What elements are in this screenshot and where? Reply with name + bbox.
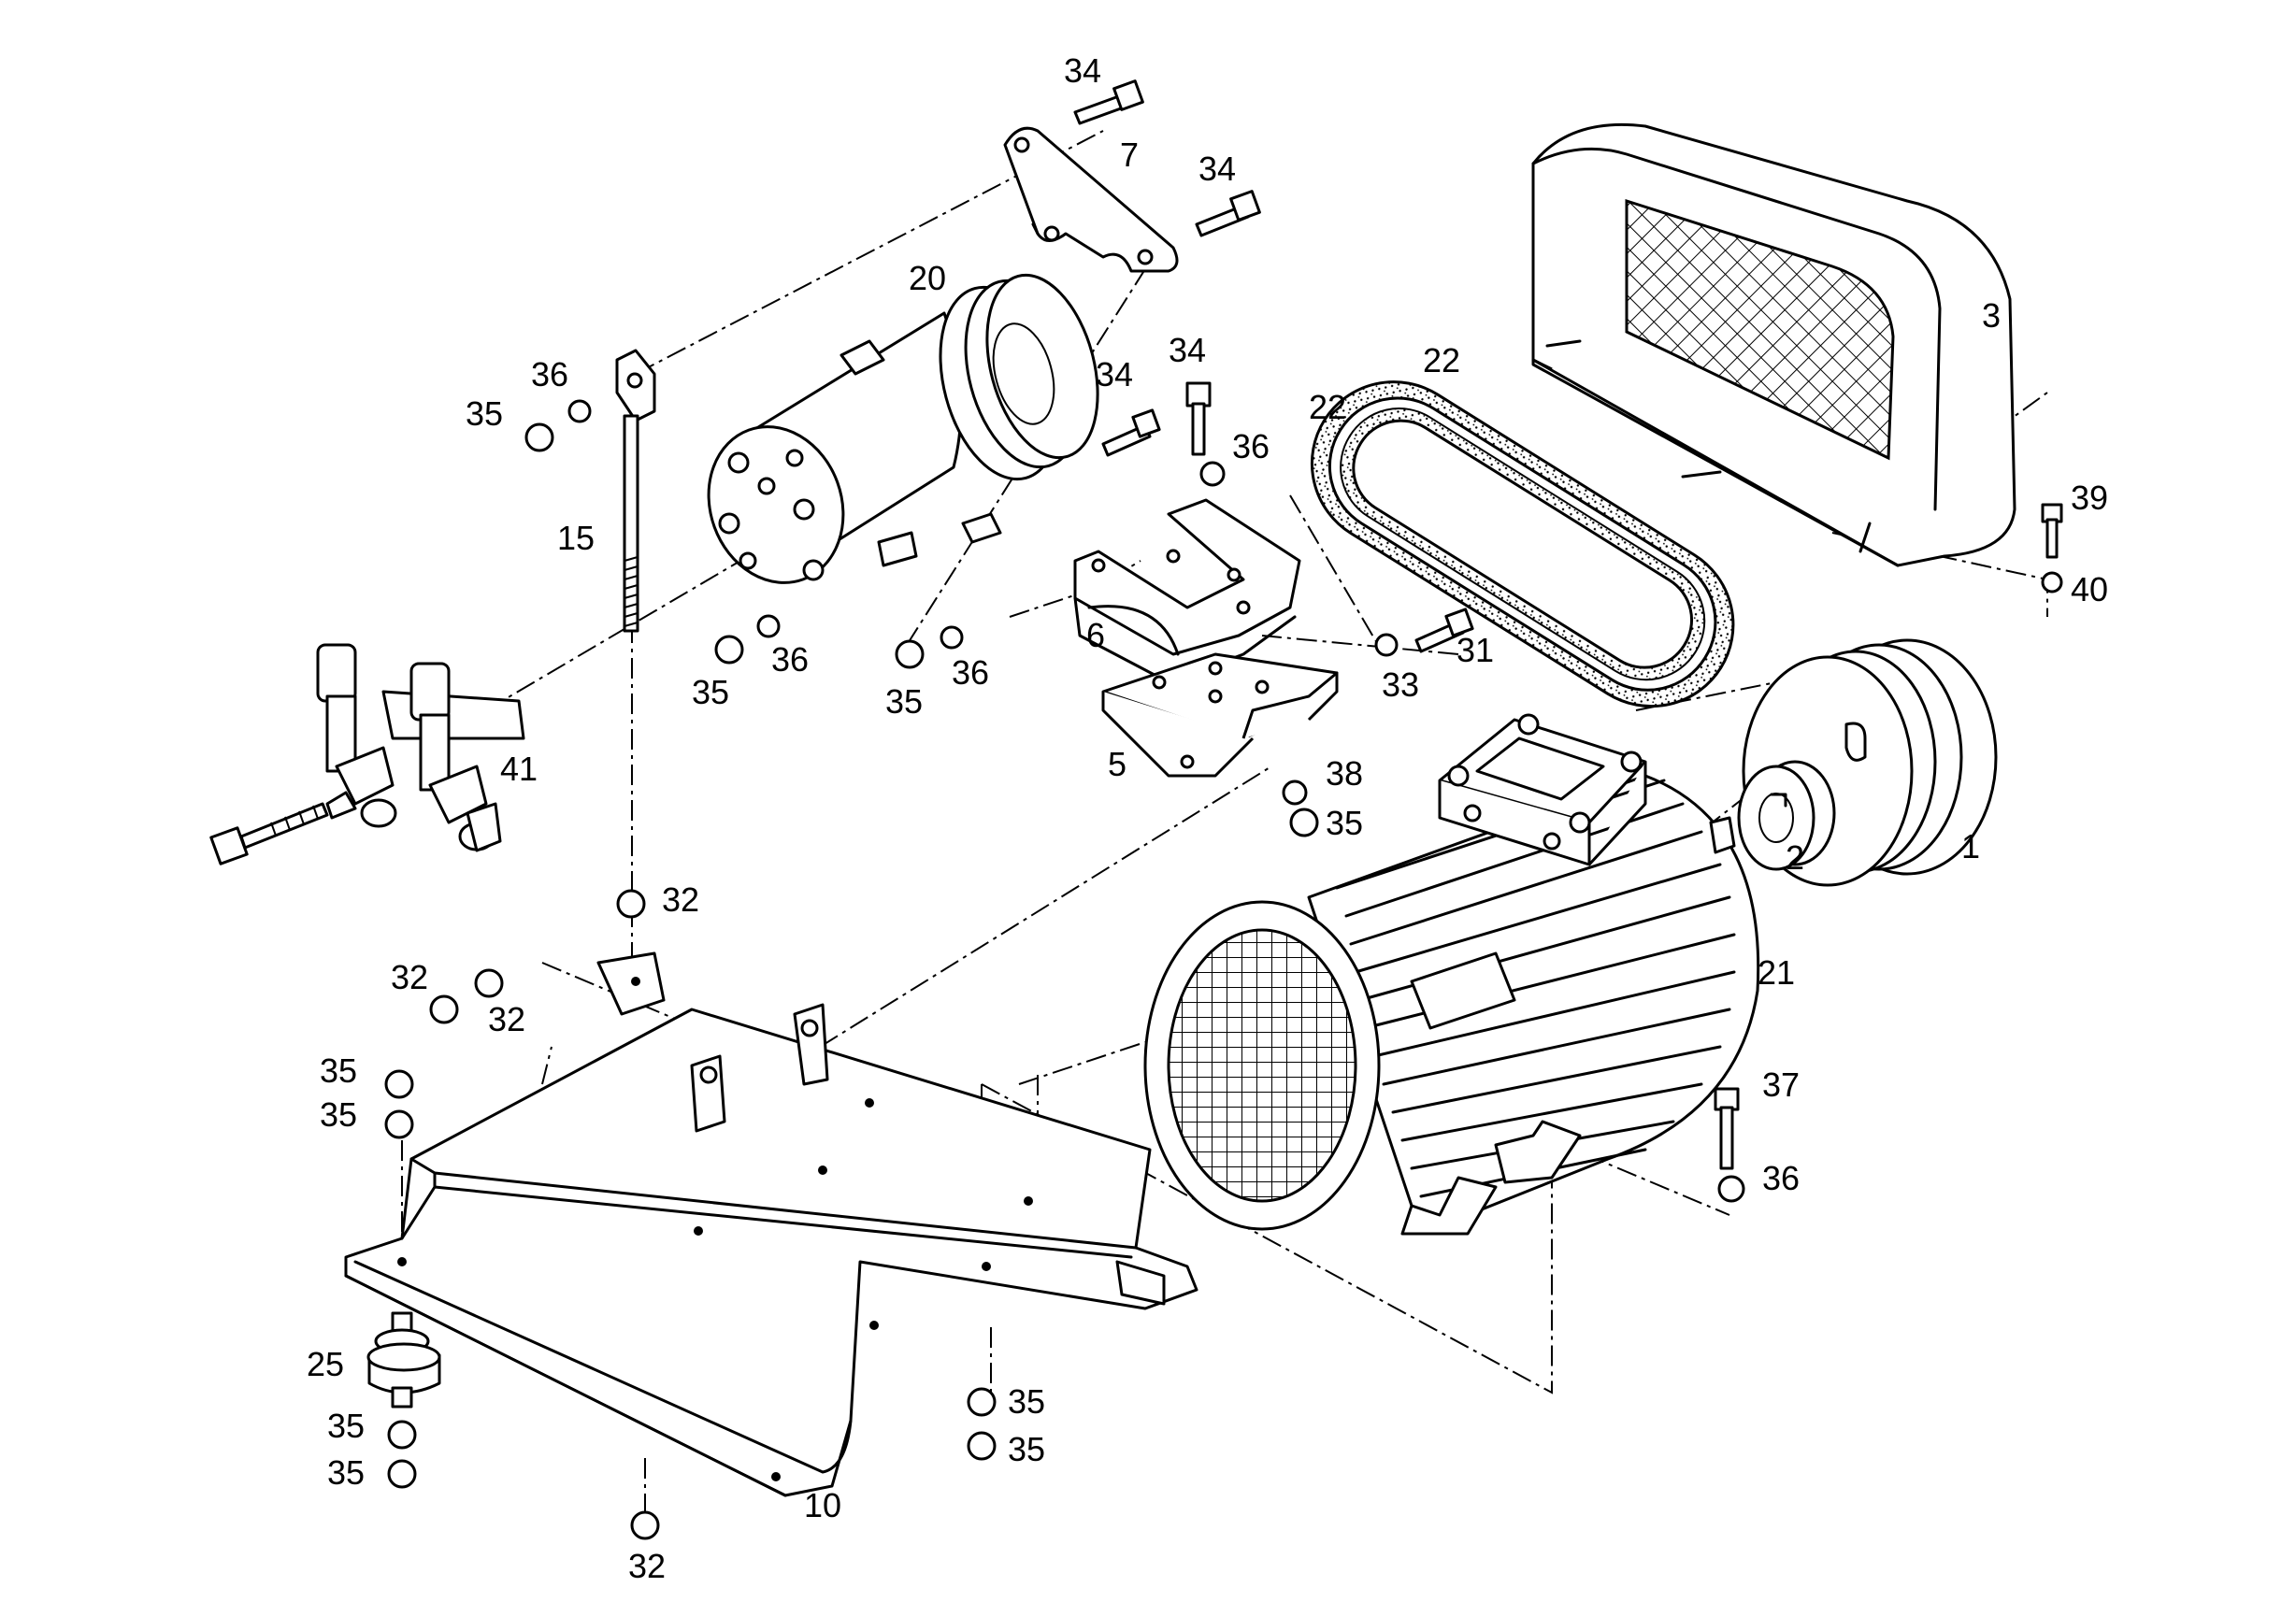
callout-35d: 35 [1326, 804, 1363, 842]
taper-bushing [1737, 760, 1836, 871]
callout-36c: 36 [952, 653, 989, 692]
callout-2: 2 [1786, 838, 1804, 877]
callout-22a: 22 [1423, 341, 1460, 379]
callout-35a: 35 [466, 394, 503, 433]
electric-motor [1143, 713, 1760, 1236]
tension-rod [615, 349, 656, 633]
callout-37: 37 [1762, 1065, 1800, 1104]
callout-34c: 34 [1096, 355, 1133, 393]
callout-35f: 35 [320, 1095, 357, 1134]
callout-34a: 34 [1064, 51, 1101, 90]
belt-guard [1531, 122, 2016, 567]
callout-35h: 35 [327, 1453, 365, 1492]
callout-35i: 35 [1008, 1382, 1045, 1421]
callout-21: 21 [1758, 953, 1795, 992]
rubber-mount [366, 1311, 441, 1409]
compressor [707, 273, 1099, 584]
callout-3: 3 [1982, 296, 2001, 335]
callout-34d: 34 [1169, 331, 1206, 369]
callout-33: 33 [1382, 665, 1419, 704]
bracket-6 [1073, 498, 1301, 684]
callout-34b: 34 [1198, 150, 1236, 188]
callout-35c: 35 [885, 682, 923, 721]
bracket-5 [1101, 652, 1339, 778]
callout-32d: 32 [628, 1547, 666, 1585]
callout-36b: 36 [771, 640, 809, 679]
callout-20: 20 [909, 259, 946, 297]
callout-35e: 35 [320, 1051, 357, 1090]
callout-35g: 35 [327, 1407, 365, 1445]
callout-39: 39 [2071, 479, 2108, 517]
callout-1: 1 [1961, 827, 1980, 865]
callout-5: 5 [1108, 745, 1126, 783]
callout-31: 31 [1457, 631, 1494, 669]
callout-6: 6 [1086, 616, 1105, 654]
callout-40: 40 [2071, 570, 2108, 608]
valve-manifold [209, 643, 525, 865]
callout-36d: 36 [1232, 427, 1270, 465]
v-belts [1310, 380, 1735, 708]
callout-35b: 35 [692, 673, 729, 711]
callout-10: 10 [804, 1486, 841, 1524]
callout-36a: 36 [531, 355, 568, 393]
callout-25: 25 [307, 1345, 344, 1383]
callout-32a: 32 [662, 880, 699, 919]
callout-35j: 35 [1008, 1430, 1045, 1468]
callout-32c: 32 [488, 1000, 525, 1038]
callout-labels: 1 2 3 5 6 7 10 15 20 21 22 22 25 31 32 3… [307, 51, 2108, 1585]
callout-41: 41 [500, 750, 538, 788]
callout-32b: 32 [391, 958, 428, 996]
callout-36e: 36 [1762, 1159, 1800, 1197]
callout-15: 15 [557, 519, 595, 557]
bracket-plate [1003, 126, 1179, 273]
fasteners [384, 79, 2063, 1540]
callout-22b: 22 [1309, 388, 1346, 426]
callout-7: 7 [1120, 136, 1139, 174]
base-plate [344, 951, 1198, 1497]
callout-38: 38 [1326, 754, 1363, 793]
